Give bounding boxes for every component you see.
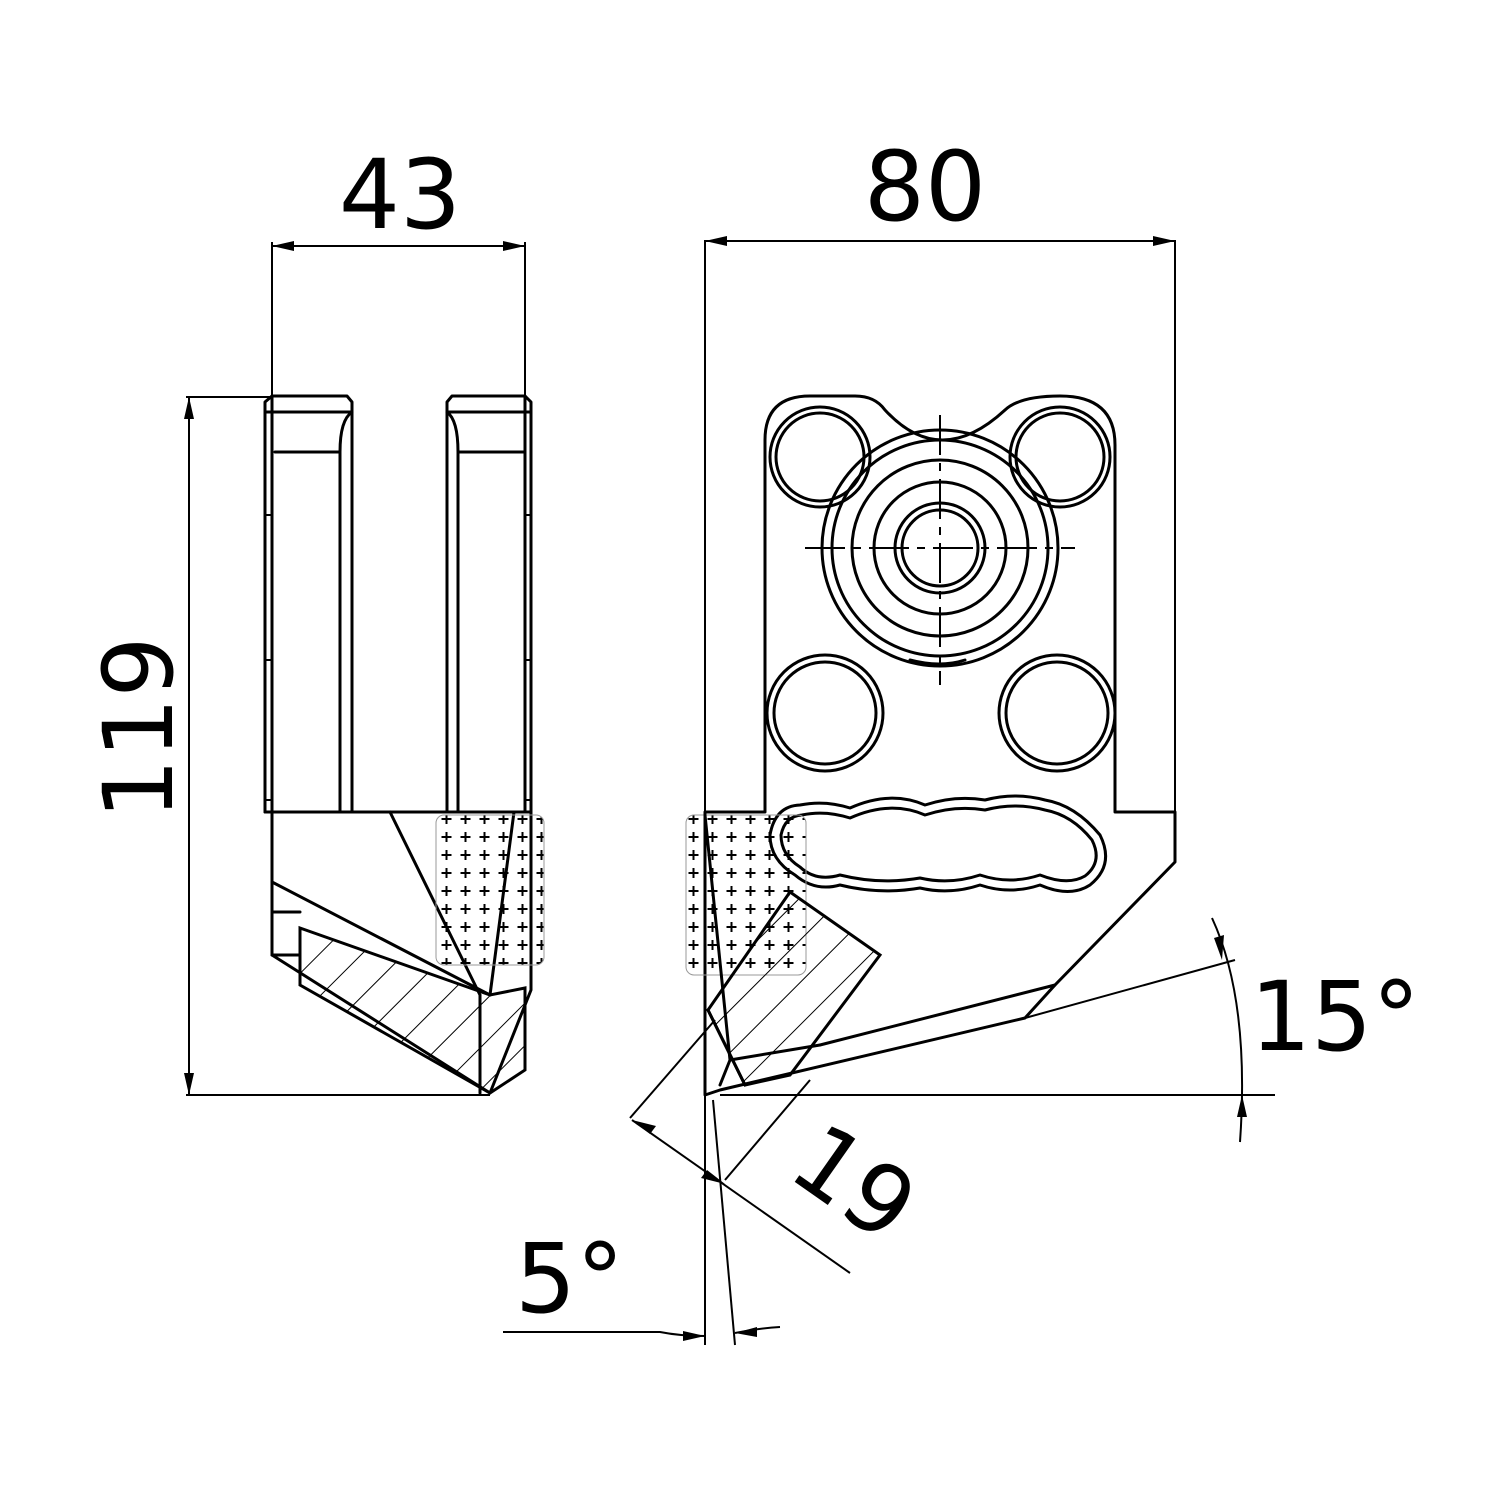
dimension-15deg: 15° bbox=[1211, 917, 1420, 1143]
angle-line-15 bbox=[1024, 959, 1236, 1019]
side-view: 80 bbox=[503, 131, 1420, 1346]
dim-43-label: 43 bbox=[339, 139, 461, 251]
front-carbide-insert bbox=[298, 925, 527, 1095]
front-view: 43 119 bbox=[83, 139, 545, 1096]
dimension-5deg: 5° bbox=[503, 1095, 781, 1346]
dim-15deg-label: 15° bbox=[1250, 961, 1420, 1073]
dim-19-label: 19 bbox=[772, 1102, 936, 1264]
side-tip bbox=[685, 813, 1057, 1087]
front-right-prong bbox=[445, 394, 533, 814]
wavy-slot bbox=[768, 794, 1108, 893]
dim-119-label: 119 bbox=[83, 636, 195, 819]
front-lower-body bbox=[263, 810, 545, 1095]
dim-5deg-label: 5° bbox=[515, 1223, 624, 1335]
dimension-43: 43 bbox=[271, 139, 526, 400]
front-left-prong bbox=[263, 394, 354, 814]
dimension-80: 80 bbox=[704, 131, 1176, 812]
dim-80-label: 80 bbox=[864, 131, 986, 243]
front-plus-pattern bbox=[435, 814, 545, 966]
side-body-outline bbox=[703, 394, 1177, 1097]
dimension-119: 119 bbox=[83, 396, 490, 1096]
bolt-holes bbox=[765, 653, 1117, 773]
central-boss bbox=[805, 415, 1075, 685]
